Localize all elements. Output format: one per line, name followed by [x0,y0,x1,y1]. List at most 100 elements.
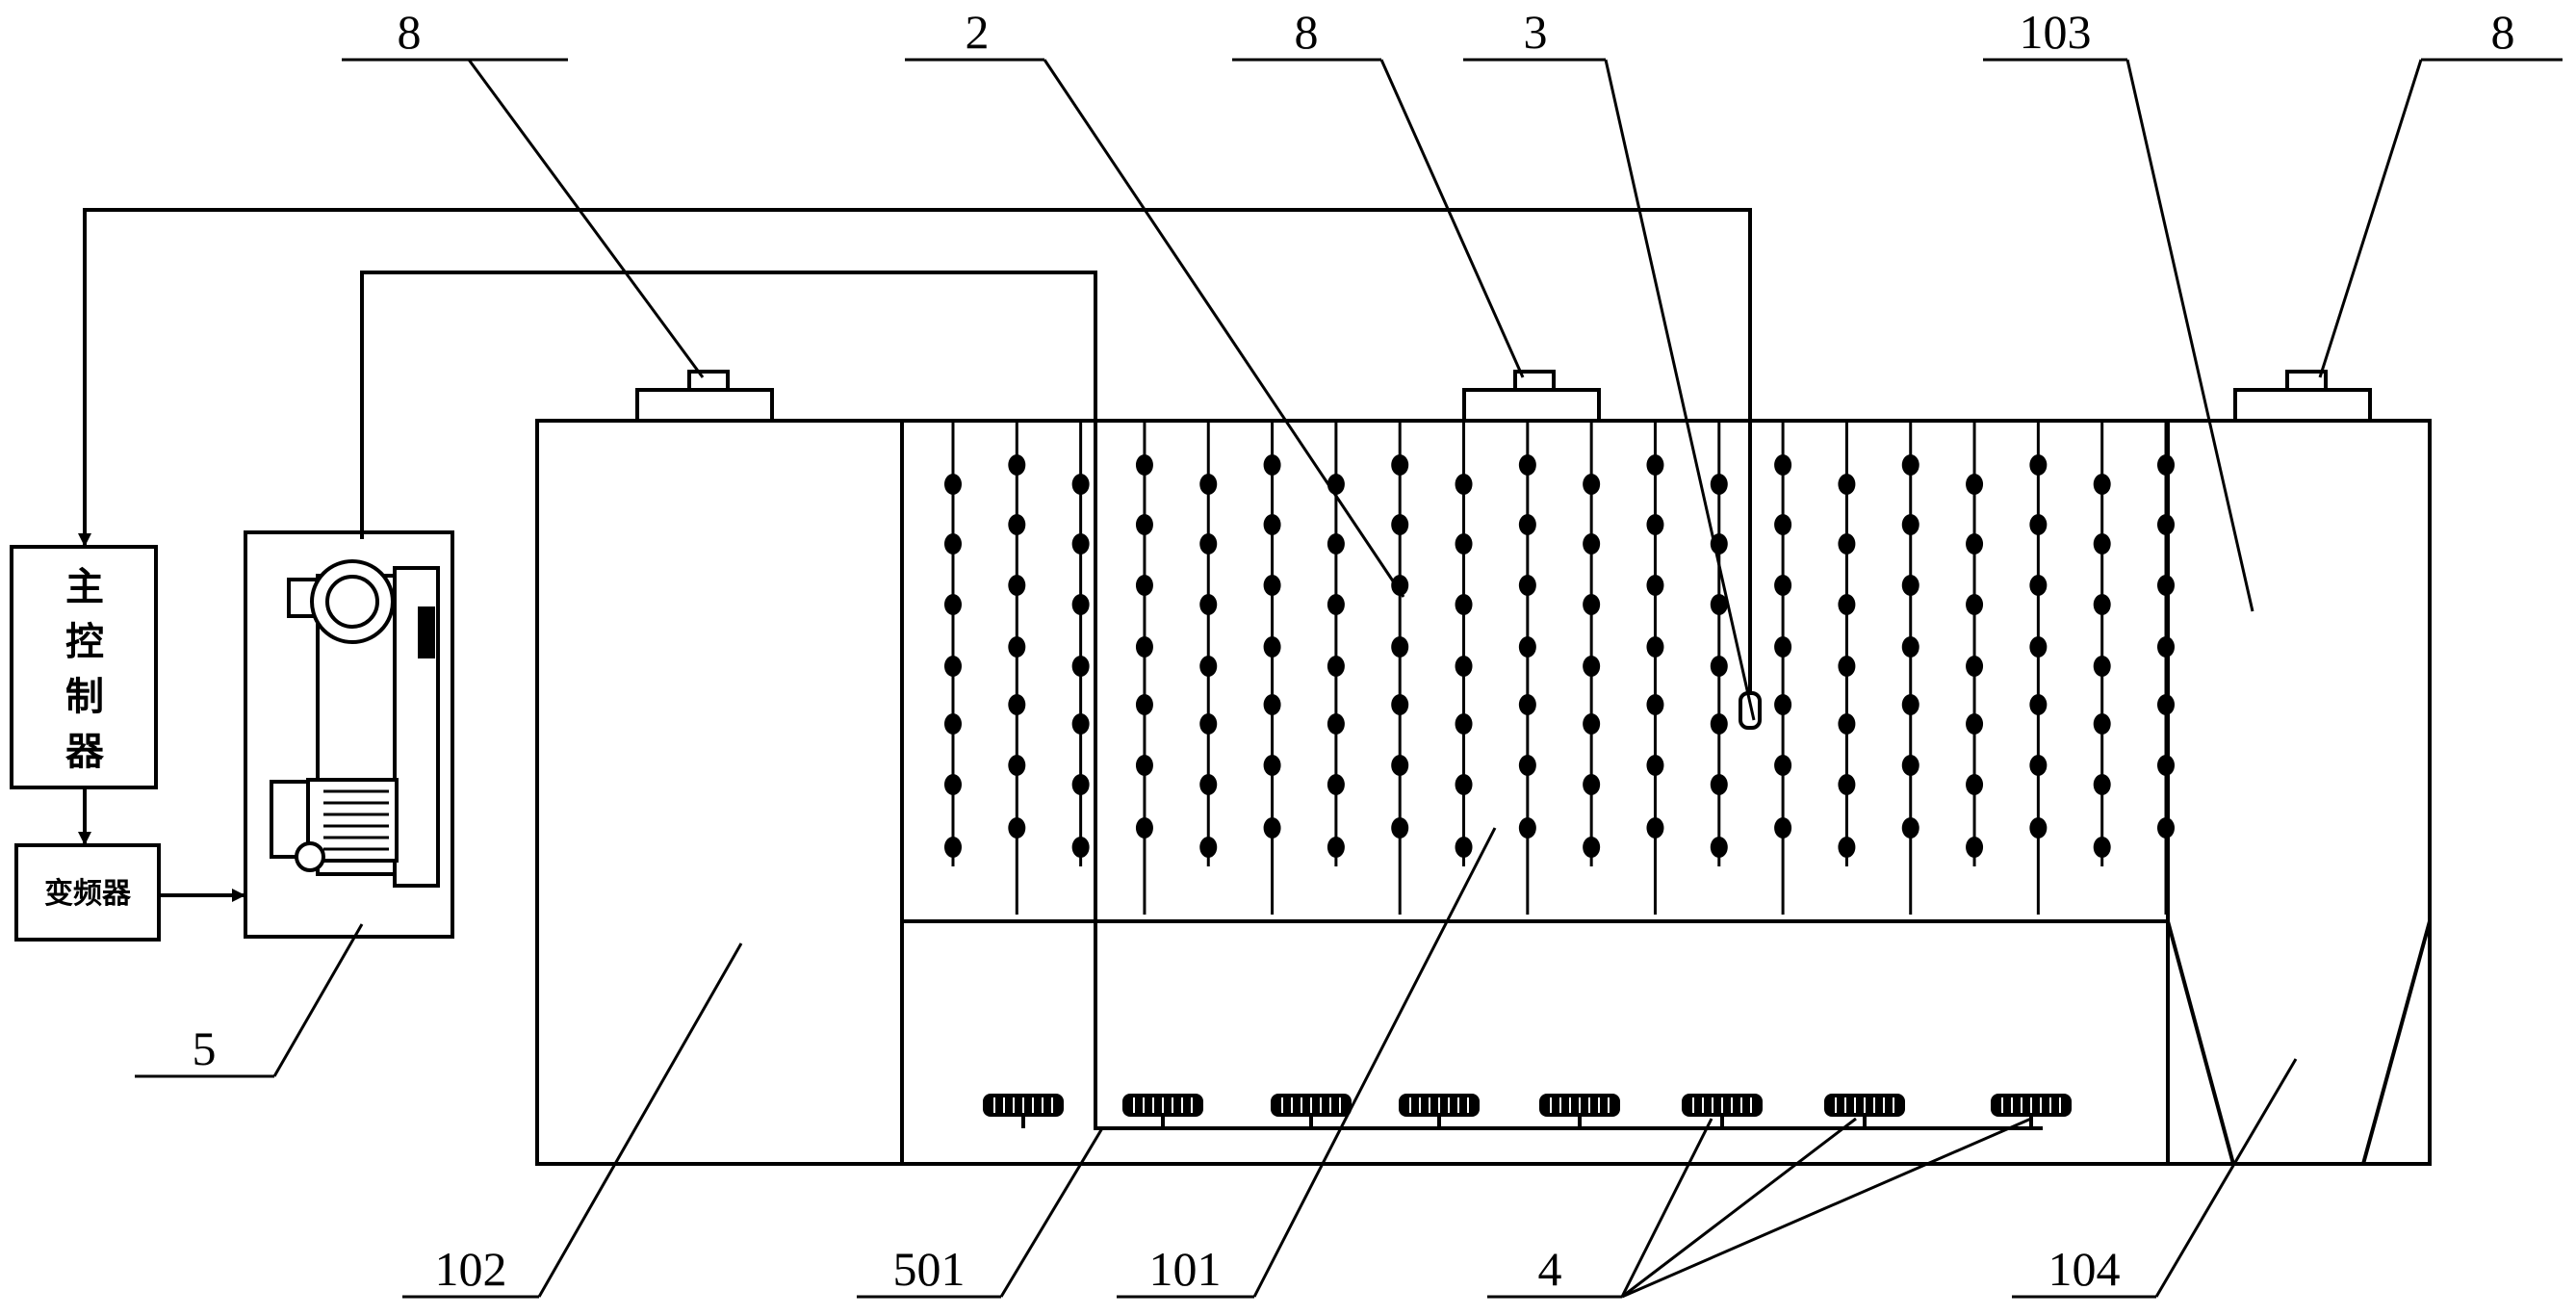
label-zone-101: 101 [1149,1242,1222,1296]
fiber-column [1710,421,1728,866]
fiber-node [1774,514,1792,535]
fiber-node [2093,837,2111,858]
fiber-node [2157,636,2175,658]
fiber-node [1071,533,1090,555]
fiber-node [1008,454,1026,476]
fiber-node [1199,533,1218,555]
fiber-node [1646,636,1664,658]
fiber-column [2029,421,2048,915]
main-controller-char-3: 制 [65,675,104,719]
fiber-node [2029,636,2048,658]
fiber-node [1838,594,1856,615]
fiber-node [1071,713,1090,735]
fiber-node [1135,454,1153,476]
label-air-pipe: 501 [893,1242,966,1296]
fiber-column [1071,421,1090,866]
fiber-node [1518,817,1536,839]
fiber-node [1901,755,1919,776]
fiber-node [1838,533,1856,555]
fiber-node [2029,575,2048,596]
fiber-column [944,421,962,866]
fiber-node [2029,454,2048,476]
fiber-node [1774,817,1792,839]
fiber-node [1455,656,1473,677]
fiber-node [1071,594,1090,615]
fiber-node [1455,837,1473,858]
label-diffuser: 4 [1538,1242,1562,1296]
fiber-node [1391,817,1409,839]
label-outlet-left: 8 [398,5,422,59]
main-tank-outline [535,419,2432,1166]
fiber-node [2093,713,2111,735]
fiber-node [1199,837,1218,858]
fiber-node [1263,514,1281,535]
fiber-node [1646,454,1664,476]
fiber-node [1327,594,1345,615]
fiber-node [1901,636,1919,658]
fiber-node [1327,774,1345,795]
fiber-node [1966,774,1984,795]
fiber-node [1901,454,1919,476]
diffuser-unit [1824,1094,1905,1128]
fiber-node [1518,514,1536,535]
sensor-probe [1739,421,1762,730]
fiber-node [1646,694,1664,715]
fiber-node [1008,755,1026,776]
fiber-column [1008,421,1026,915]
fiber-node [1135,575,1153,596]
fiber-node [1135,817,1153,839]
fiber-node [1838,474,1856,495]
fiber-node [1518,575,1536,596]
label-zone-103: 103 [2020,5,2092,59]
fiber-node [1583,474,1601,495]
fiber-bundles [944,421,2175,915]
fiber-node [1838,774,1856,795]
inverter-label: 变频器 [44,877,132,911]
fiber-column [1199,421,1218,866]
fiber-column [1774,421,1792,915]
fiber-node [944,533,962,555]
fiber-node [1263,755,1281,776]
fiber-column [1838,421,1856,866]
fiber-node [2093,474,2111,495]
fiber-node [1518,636,1536,658]
fiber-node [1071,474,1090,495]
main-controller-char-4: 器 [65,730,105,774]
fiber-node [1327,713,1345,735]
air-pipe-501 [360,271,2043,1130]
fiber-node [1774,575,1792,596]
fiber-node [1710,837,1728,858]
fiber-node [1583,837,1601,858]
fiber-node [1518,755,1536,776]
fiber-node [1455,774,1473,795]
main-controller-char-1: 主 [65,565,104,609]
fiber-node [1391,636,1409,658]
fiber-node [1008,694,1026,715]
fiber-node [2093,774,2111,795]
fiber-column [2093,421,2111,866]
fiber-node [1263,817,1281,839]
fiber-node [2093,656,2111,677]
label-sensor: 3 [1524,5,1548,59]
label-blower: 5 [193,1021,217,1075]
fiber-node [1774,694,1792,715]
fiber-node [1646,514,1664,535]
fiber-node [1583,656,1601,677]
fiber-node [1966,713,1984,735]
label-outlet-mid: 8 [1295,5,1319,59]
fiber-node [1008,817,1026,839]
fiber-node [1327,474,1345,495]
hopper-left-wall [2166,920,2235,1165]
label-zone-104: 104 [2048,1242,2121,1296]
fiber-node [1327,533,1345,555]
fiber-node [1199,474,1218,495]
fiber-node [1455,474,1473,495]
fiber-node [1838,837,1856,858]
fiber-node [1455,594,1473,615]
fiber-column [1135,421,1153,915]
fiber-node [2029,755,2048,776]
fiber-node [1710,594,1728,615]
diffuser-unit [1682,1094,1763,1128]
fiber-node [1710,713,1728,735]
fiber-node [1901,694,1919,715]
